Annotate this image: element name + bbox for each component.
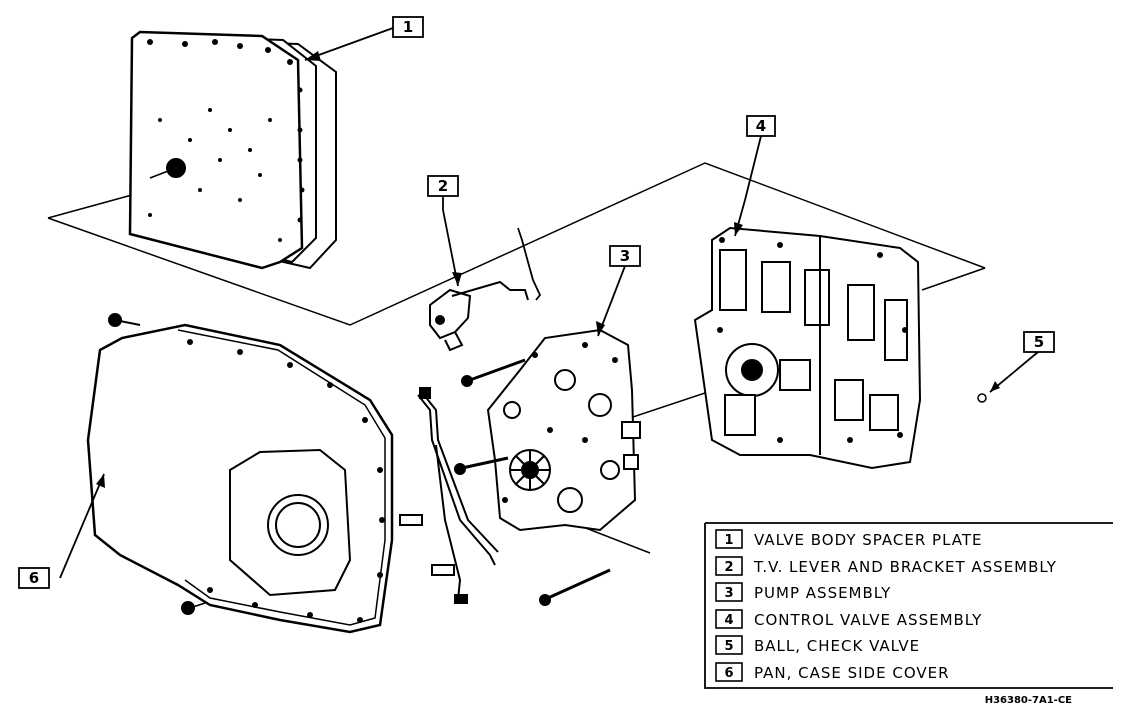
callout-1: 1 (392, 16, 424, 38)
legend-item: 4 CONTROL VALVE ASSEMBLY (715, 609, 982, 629)
pump-assembly (399, 328, 641, 606)
legend-item-label: PAN, CASE SIDE COVER (754, 664, 950, 682)
legend: 1 VALVE BODY SPACER PLATE 2 T.V. LEVER A… (704, 522, 1113, 689)
case-side-cover-pan (86, 313, 394, 634)
leader-lines (59, 27, 1039, 579)
figure-code: H36380-7A1-CE (985, 695, 1072, 706)
legend-item: 3 PUMP ASSEMBLY (715, 582, 891, 602)
callout-1-number: 1 (403, 18, 413, 36)
legend-item: 1 VALVE BODY SPACER PLATE (715, 529, 983, 549)
callout-4-number: 4 (756, 117, 766, 135)
legend-item-label: T.V. LEVER AND BRACKET ASSEMBLY (753, 558, 1057, 576)
callout-2-number: 2 (438, 177, 448, 195)
valve-body-spacer-plate (128, 30, 337, 270)
callout-6: 6 (18, 567, 50, 589)
legend-item-label: BALL, CHECK VALVE (754, 637, 920, 655)
tv-lever-bracket-assembly (429, 227, 542, 352)
wiring-harness (399, 387, 499, 604)
legend-item: 6 PAN, CASE SIDE COVER (715, 662, 950, 682)
callout-3: 3 (609, 245, 641, 267)
legend-item-number: 2 (724, 560, 733, 575)
callout-2: 2 (427, 175, 459, 197)
callout-5: 5 (1023, 331, 1055, 353)
legend-item-number: 1 (724, 533, 733, 548)
legend-item-number: 6 (724, 666, 733, 681)
legend-item-number: 4 (724, 613, 733, 628)
legend-item-label: VALVE BODY SPACER PLATE (754, 531, 983, 549)
check-valve-ball (977, 393, 987, 403)
pump-bolts (454, 358, 611, 606)
legend-item-label: CONTROL VALVE ASSEMBLY (754, 611, 982, 629)
callout-6-number: 6 (29, 569, 39, 587)
callout-5-number: 5 (1034, 333, 1044, 351)
leader-arrowheads (96, 51, 1000, 488)
legend-item: 2 T.V. LEVER AND BRACKET ASSEMBLY (715, 556, 1057, 576)
legend-item-number: 5 (724, 639, 733, 654)
callout-3-number: 3 (620, 247, 630, 265)
legend-item-number: 3 (724, 586, 733, 601)
legend-item-label: PUMP ASSEMBLY (754, 584, 891, 602)
control-valve-assembly (693, 226, 922, 470)
callout-4: 4 (746, 115, 776, 137)
legend-item: 5 BALL, CHECK VALVE (715, 635, 920, 655)
